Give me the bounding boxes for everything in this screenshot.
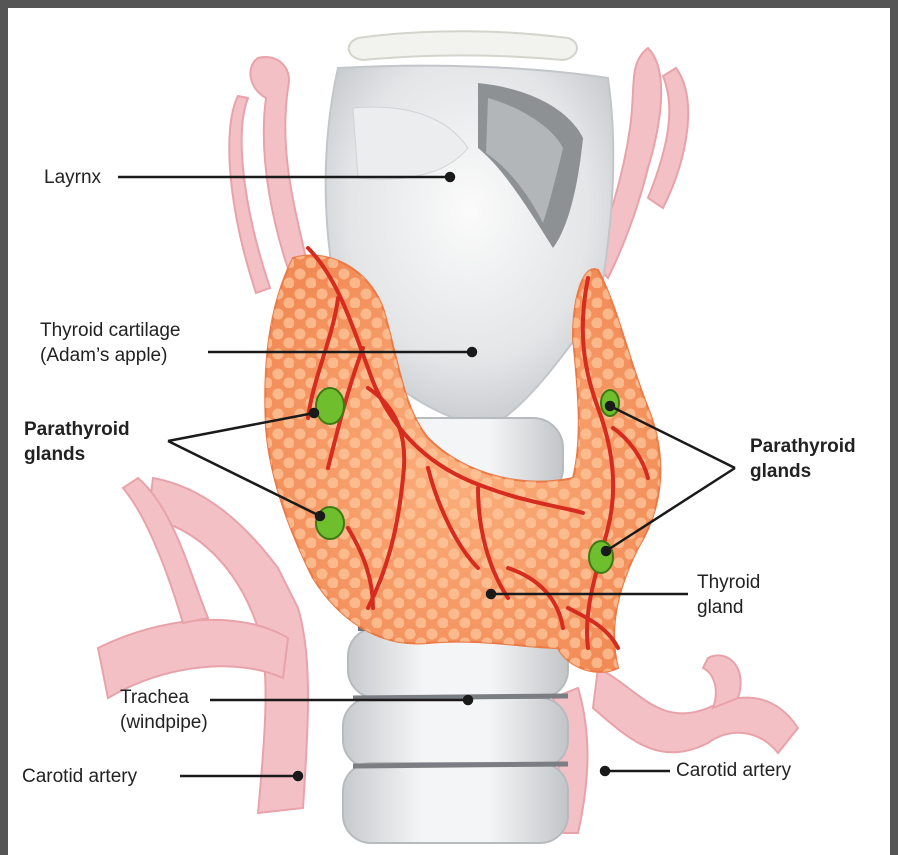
label-larynx: Layrnx: [44, 165, 101, 190]
label-parathyroid-glands-right: Parathyroid glands: [750, 434, 856, 484]
label-carotid-artery-right: Carotid artery: [676, 758, 791, 783]
parathyroid-gland-upper-left: [316, 388, 344, 424]
parathyroid-gland-lower-right: [589, 541, 613, 573]
label-thyroid-cartilage: Thyroid cartilage (Adam’s apple): [40, 318, 180, 368]
label-thyroid-gland: Thyroid gland: [697, 570, 760, 620]
label-trachea: Trachea (windpipe): [120, 685, 208, 735]
label-parathyroid-glands-left: Parathyroid glands: [24, 417, 130, 467]
diagram-frame: Layrnx Thyroid cartilage (Adam’s apple) …: [8, 8, 890, 855]
label-carotid-artery-left: Carotid artery: [22, 764, 137, 789]
